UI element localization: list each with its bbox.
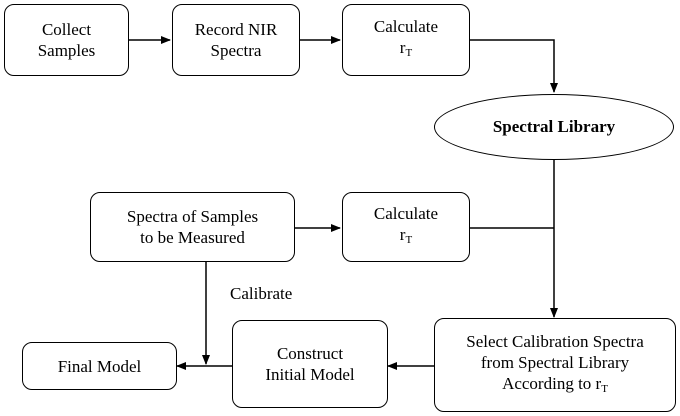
node-line: Calculate (373, 17, 439, 36)
node-line: rT (374, 224, 438, 251)
node-line: Spectra (210, 41, 262, 60)
collect-samples-node: Collect Samples (4, 4, 129, 76)
node-line: rT (374, 37, 438, 64)
subscript-t: T (601, 382, 608, 395)
subscript-t: T (405, 234, 413, 246)
node-line: to be Measured (140, 228, 245, 247)
node-line: Construct (276, 344, 344, 363)
node-line: from Spectral Library (480, 352, 630, 372)
node-line: Record NIR (194, 20, 278, 39)
node-line: Collect (41, 20, 92, 39)
calibrate-label: Calibrate (230, 284, 293, 303)
node-line: Select Calibration Spectra (466, 331, 644, 351)
subscript-t: T (405, 47, 413, 59)
select-calibration-spectra-node: Select Calibration Spectra from Spectral… (434, 318, 676, 412)
library-label: Spectral Library (492, 117, 616, 136)
r-symbol: r (399, 38, 406, 57)
node-line: Spectra of Samples (126, 207, 259, 226)
node-line: Samples (37, 41, 96, 60)
calculate-rt-top-node: Calculate rT (342, 4, 470, 76)
according-to-r: According to r (502, 373, 602, 393)
construct-initial-model-node: Construct Initial Model (232, 320, 388, 408)
final-model-node: Final Model (22, 342, 177, 390)
r-symbol: r (399, 225, 406, 244)
node-line: Calculate (373, 204, 439, 223)
node-line: Initial Model (265, 365, 355, 384)
arrow-calculate-to-library (470, 39, 558, 93)
node-line: According to rT (466, 373, 644, 400)
final-model-label: Final Model (57, 356, 142, 376)
record-nir-spectra-node: Record NIR Spectra (172, 4, 300, 76)
calculate-rt-mid-node: Calculate rT (342, 192, 470, 262)
spectral-library-node: Spectral Library (434, 94, 674, 160)
spectra-to-be-measured-node: Spectra of Samples to be Measured (90, 192, 295, 262)
